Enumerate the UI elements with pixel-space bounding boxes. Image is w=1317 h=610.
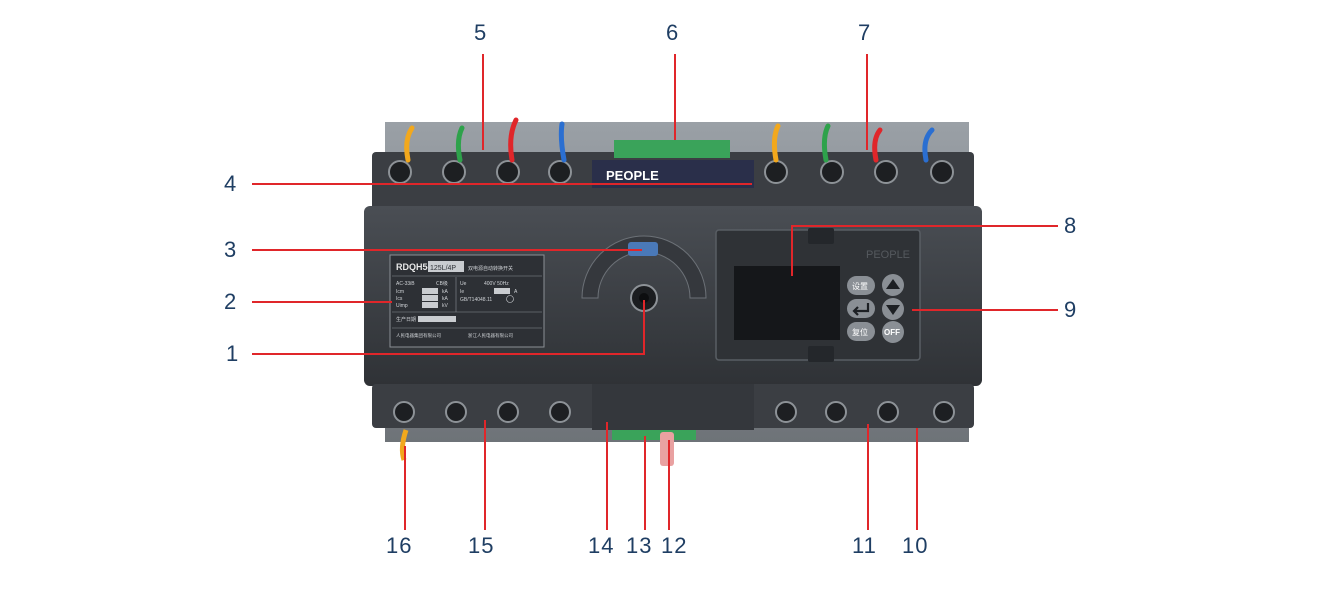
maker2-text: 浙江人民电器有限公司	[468, 332, 513, 339]
prod-date-text: 生产日期	[396, 316, 416, 323]
callout-4: 4	[224, 171, 238, 196]
bottom-connector-strip	[612, 430, 696, 440]
uimp-unit: kV	[442, 303, 449, 309]
reset-button[interactable]	[847, 322, 875, 341]
enter-button[interactable]	[847, 299, 875, 318]
icm-unit: kA	[442, 289, 449, 295]
maker1-text: 人民电器集团有限公司	[396, 332, 441, 339]
controller-clip-bottom	[808, 346, 834, 362]
callout-11: 11	[852, 533, 877, 558]
callout-2: 2	[224, 289, 238, 314]
bottom-center-cover	[592, 384, 754, 430]
keypad: 设置 复位 OFF	[847, 274, 904, 343]
name-cn-text: 双电源自动转换开关	[468, 265, 513, 272]
category-text: AC-33iB	[396, 281, 415, 287]
callout-7: 7	[858, 20, 872, 45]
callout-14: 14	[588, 533, 615, 558]
ue-label: Ue	[460, 281, 467, 287]
callout-5: 5	[474, 20, 488, 45]
callout-9: 9	[1064, 297, 1078, 322]
callout-13: 13	[626, 533, 653, 558]
up-arrow-icon	[886, 279, 900, 289]
position-arc	[581, 235, 707, 299]
set-button-label: 设置	[852, 281, 868, 291]
ue-value: 400V 50Hz	[484, 281, 509, 287]
reset-button-label: 复位	[852, 327, 868, 337]
class-text: CB级	[436, 280, 448, 287]
down-arrow-icon	[886, 305, 900, 315]
bottom-wire	[399, 429, 409, 461]
callout-6: 6	[666, 20, 680, 45]
callout-12: 12	[661, 533, 688, 558]
status-indicator	[628, 242, 658, 256]
bottom-terminal-screws	[393, 401, 955, 423]
callout-8: 8	[1064, 213, 1078, 238]
off-button[interactable]	[882, 321, 904, 343]
callout-10: 10	[902, 533, 929, 558]
display-screen	[734, 266, 840, 340]
set-button[interactable]	[847, 276, 875, 295]
callout-16: 16	[386, 533, 413, 558]
enter-icon	[852, 303, 870, 316]
ie-label: Ie	[460, 289, 464, 295]
rating-text: 125L/4P	[430, 265, 456, 272]
callout-3: 3	[224, 237, 238, 262]
rating-box	[428, 261, 464, 272]
callout-15: 15	[468, 533, 495, 558]
controller-brand: PEOPLE	[866, 249, 910, 261]
callout-1: 1	[226, 341, 240, 366]
control-terminal-strip	[614, 140, 730, 158]
top-wires	[404, 117, 935, 163]
nameplate	[389, 254, 545, 348]
ie-unit: A	[514, 289, 518, 295]
off-button-label: OFF	[884, 328, 900, 337]
leader-lines	[252, 54, 1058, 530]
model-text: RDQH5-	[396, 262, 431, 272]
icm-label: Icm	[396, 289, 404, 295]
standard-text: GB/T14048.11	[460, 297, 492, 303]
top-terminal-screws	[388, 160, 954, 184]
controller-clip-top	[808, 228, 834, 244]
uimp-label: Uimp	[396, 303, 408, 309]
bottom-pink-plug	[660, 432, 674, 466]
ics-label: Ics	[396, 296, 403, 302]
ics-unit: kA	[442, 296, 449, 302]
brand-logo: PEOPLE	[606, 168, 659, 183]
